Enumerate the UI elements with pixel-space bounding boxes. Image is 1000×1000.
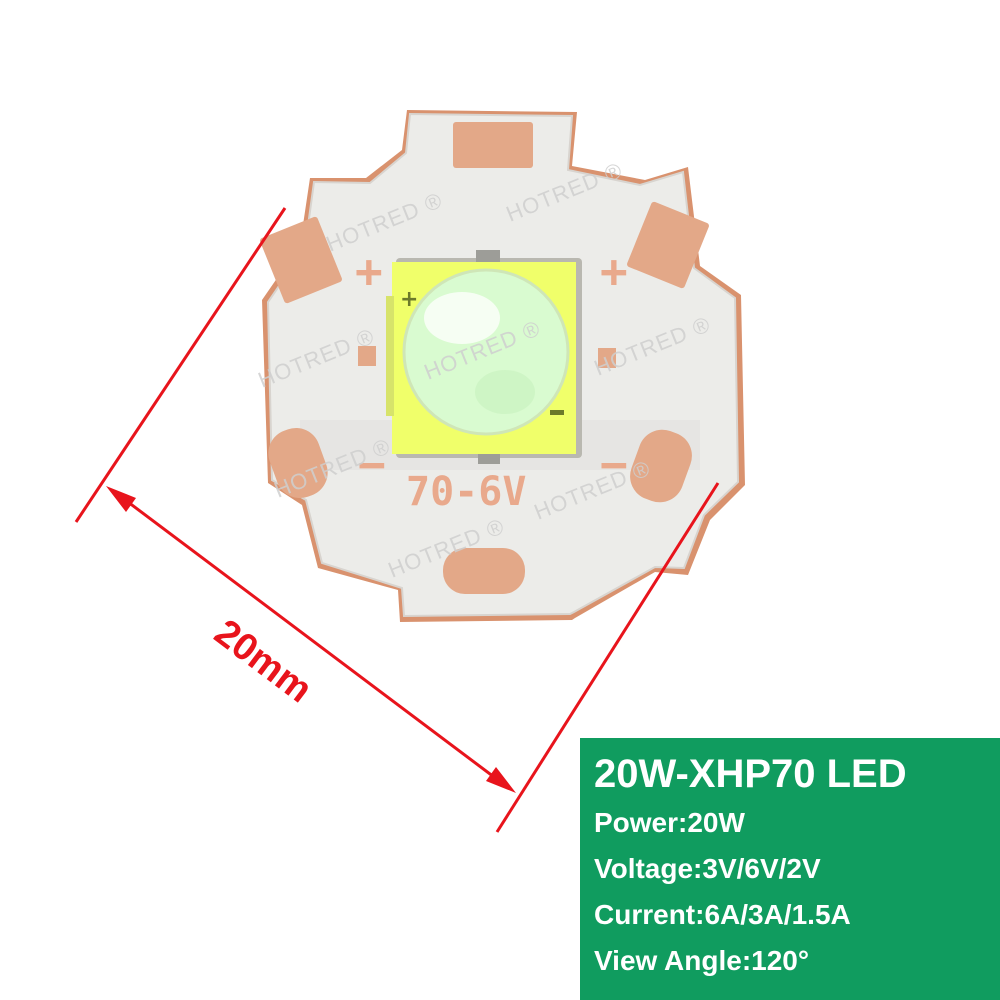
led-dome-highlight bbox=[424, 292, 500, 344]
copper-pad-upper-left bbox=[260, 216, 342, 304]
dimension-extension-line-right bbox=[495, 482, 720, 833]
copper-pad-upper-right bbox=[627, 201, 709, 289]
copper-pad-small-right bbox=[598, 348, 616, 368]
led-solder-tab-bottom bbox=[478, 452, 500, 464]
spec-power: Power:20W bbox=[594, 807, 745, 838]
dimension-arrowhead-left bbox=[106, 486, 136, 512]
minus-mark-left: − bbox=[358, 437, 386, 491]
led-solder-tab-top bbox=[476, 250, 500, 262]
plus-mark-right: + bbox=[600, 244, 628, 298]
spec-voltage: Voltage:3V/6V/2V bbox=[594, 853, 821, 884]
board-marking: 70-6V bbox=[406, 469, 526, 515]
dimension-extension-line-left bbox=[74, 207, 287, 523]
copper-pad-bottom bbox=[443, 548, 525, 594]
copper-pad-lower-left bbox=[268, 427, 328, 499]
led-dome-shine bbox=[475, 370, 535, 414]
led-plus-mark: + bbox=[400, 287, 418, 312]
copper-pad-lower-right bbox=[630, 429, 692, 503]
spec-panel: 20W-XHP70 LED Power:20W Voltage:3V/6V/2V… bbox=[580, 738, 1000, 1000]
led-minus-mark bbox=[550, 410, 564, 415]
spec-view-angle: View Angle:120° bbox=[594, 945, 810, 976]
copper-pads bbox=[260, 122, 709, 594]
plus-mark-left: + bbox=[355, 244, 383, 298]
dimension-label: 20mm bbox=[207, 612, 320, 712]
led-tab-side bbox=[386, 296, 394, 416]
dimension-line bbox=[115, 491, 507, 788]
spec-title: 20W-XHP70 LED bbox=[594, 752, 907, 796]
spec-current: Current:6A/3A/1.5A bbox=[594, 899, 851, 930]
dimension-arrowhead-right bbox=[486, 767, 516, 793]
dimension-annotation bbox=[74, 207, 720, 833]
copper-pad-small-left bbox=[358, 346, 376, 366]
minus-mark-right: − bbox=[600, 437, 628, 491]
copper-pad-top bbox=[453, 122, 533, 168]
